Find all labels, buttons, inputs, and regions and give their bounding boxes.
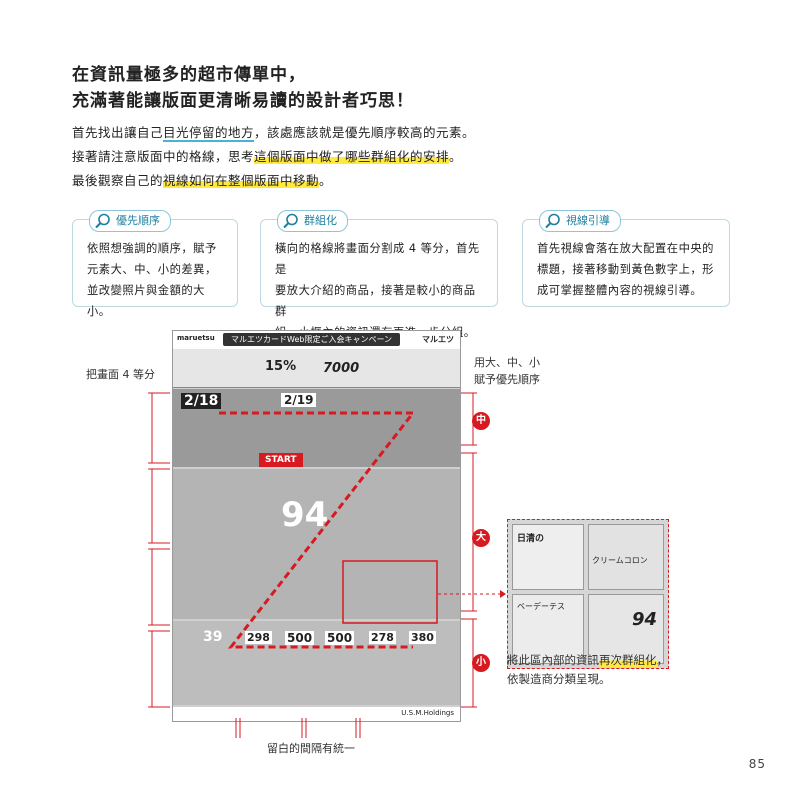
intro-text: ，該處應該就是優先順序較高的元素。 (254, 125, 476, 140)
title-line-1: 在資訊量極多的超市傳單中， (72, 65, 306, 85)
flyer-store: マルエツ (422, 335, 454, 344)
card-line: 並改變照片與金額的大小。 (87, 284, 205, 318)
card-grouping: 群組化 橫向的格線將畫面分割成 4 等分，首先是 要放大介紹的商品，接著是較小的… (260, 210, 498, 339)
card-tag-label: 視線引導 (566, 214, 610, 227)
card-priority: 優先順序 依照想強調的順序，賦予 元素大、中、小的差異， 並改變照片與金額的大小… (72, 210, 238, 318)
card-line: 橫向的格線將畫面分割成 4 等分，首先是 (275, 242, 480, 276)
intro-highlight: 視線如何在整個版面中移動 (163, 173, 320, 188)
card-tag: 視線引導 (539, 210, 621, 232)
flyer-campaign-band: 15% 7000 (173, 349, 460, 388)
intro-text: 。 (449, 149, 463, 164)
intro-text: 最後觀察自己的 (72, 173, 164, 188)
intro-highlight: 目光停留的地方 (163, 125, 255, 142)
size-label: 用大、中、小 賦予優先順序 (474, 354, 540, 388)
page-title: 在資訊量極多的超市傳單中， 充滿著能讓版面更清晰易讀的設計者巧思！ (72, 62, 414, 114)
zoom-cell: ベーデーテス (512, 594, 584, 664)
flyer-big-price: 94 (281, 495, 329, 535)
card-line: 元素大、中、小的差異， (87, 263, 217, 276)
size-label-line: 賦予優先順序 (474, 373, 540, 386)
zoom-item: 日清の (517, 534, 545, 544)
zoom-cell: クリームコロン (588, 524, 664, 590)
flyer-percent: 15% (265, 359, 297, 374)
flyer-points: 7000 (323, 361, 360, 376)
size-large-badge: 大 (472, 529, 490, 547)
regroup-line-2: 依製造商分類呈現。 (507, 672, 611, 686)
quarter-brackets (148, 392, 170, 708)
size-small-badge: 小 (472, 654, 490, 672)
intro-text: 。 (319, 173, 333, 188)
card-body: 首先視線會落在放大配置在中央的 標題，接著移動到黃色數字上，形 成可掌握整體內容… (537, 238, 717, 301)
zoom-cell: 日清の (512, 524, 584, 590)
card-tag: 優先順序 (89, 210, 171, 232)
magnifier-icon (283, 213, 298, 229)
card-eye-guidance: 視線引導 首先視線會落在放大配置在中央的 標題，接著移動到黃色數字上，形 成可掌… (522, 210, 730, 307)
regroup-note: 將此區內部的資訊再次群組化， 依製造商分類呈現。 (507, 651, 668, 689)
gap-label: 留白的間隔有統一 (267, 742, 355, 755)
card-tag-label: 群組化 (304, 214, 337, 227)
title-line-2: 充滿著能讓版面更清晰易讀的設計者巧思！ (72, 91, 414, 111)
regroup-text: ， (656, 653, 669, 667)
flyer-price: 39 (203, 629, 223, 645)
intro-paragraph: 首先找出讓自己目光停留的地方，該處應該就是優先順序較高的元素。 接著請注意版面中… (72, 121, 475, 193)
zoom-price: 94 (631, 609, 657, 630)
flyer-brand: maruetsu (177, 334, 215, 342)
size-mid-badge: 中 (472, 412, 490, 430)
flyer-price: 380 (409, 631, 436, 644)
flyer-price: 500 (285, 631, 315, 645)
flyer-price: 278 (369, 631, 396, 644)
magnifier-icon (95, 213, 110, 229)
flyer-image: maruetsu マルエツカードWeb限定ご入会キャンペーン マルエツ 15% … (172, 330, 461, 722)
intro-line-2: 接著請注意版面中的格線，思考這個版面中做了哪些群組化的安排。 (72, 145, 475, 169)
card-line: 依照想強調的順序，賦予 (87, 242, 217, 255)
intro-text: 接著請注意版面中的格線，思考 (72, 149, 255, 164)
eye-path-overlay (219, 411, 438, 649)
gap-markers (235, 718, 361, 738)
flyer-date: 2/19 (281, 393, 317, 407)
flyer-section-large: 94 (173, 469, 460, 619)
flyer-section-mid: 2/18 2/19 (173, 389, 460, 467)
magnifier-icon (545, 213, 560, 229)
flyer-footer-text: U.S.M.Holdings (401, 709, 454, 717)
card-tag: 群組化 (277, 210, 348, 232)
flyer-price: 500 (325, 631, 355, 645)
intro-text: 首先找出讓自己 (72, 125, 164, 140)
flyer-section-small: 39 298 500 500 278 380 (173, 621, 460, 705)
card-line: 要放大介紹的商品，接著是較小的商品群 (275, 284, 476, 318)
zoom-detail: 日清の クリームコロン ベーデーテス 94 (507, 519, 669, 669)
intro-highlight: 這個版面中做了哪些群組化的安排 (254, 149, 450, 164)
quarter-label: 把畫面 4 等分 (86, 368, 155, 381)
intro-line-3: 最後觀察自己的視線如何在整個版面中移動。 (72, 169, 475, 193)
card-body: 依照想強調的順序，賦予 元素大、中、小的差異， 並改變照片與金額的大小。 (87, 238, 225, 322)
connector-arrow (438, 590, 506, 598)
regroup-highlight: 再次群組化 (599, 653, 657, 667)
flyer-campaign: マルエツカードWeb限定ご入会キャンペーン (223, 333, 401, 346)
regroup-line-1: 將此區內部的資訊再次群組化， (507, 651, 668, 670)
intro-line-1: 首先找出讓自己目光停留的地方，該處應該就是優先順序較高的元素。 (72, 121, 475, 145)
card-line: 成可掌握整體內容的視線引導。 (537, 284, 703, 297)
regroup-text: 將此區內部的資訊 (507, 653, 599, 667)
zoom-item: ベーデーテス (517, 602, 565, 611)
card-body: 橫向的格線將畫面分割成 4 等分，首先是 要放大介紹的商品，接著是較小的商品群 … (275, 238, 485, 343)
card-line: 首先視線會落在放大配置在中央的 (537, 242, 714, 255)
start-label: START (259, 453, 303, 467)
card-tag-label: 優先順序 (116, 214, 160, 227)
flyer-date: 2/18 (181, 393, 222, 409)
card-line: 標題，接著移動到黃色數字上，形 (537, 263, 714, 276)
flyer-price: 298 (245, 631, 272, 644)
size-label-line: 用大、中、小 (474, 356, 540, 369)
zoom-item: クリームコロン (592, 556, 648, 565)
flyer-footer: U.S.M.Holdings (173, 707, 460, 721)
page-number: 85 (748, 757, 766, 771)
